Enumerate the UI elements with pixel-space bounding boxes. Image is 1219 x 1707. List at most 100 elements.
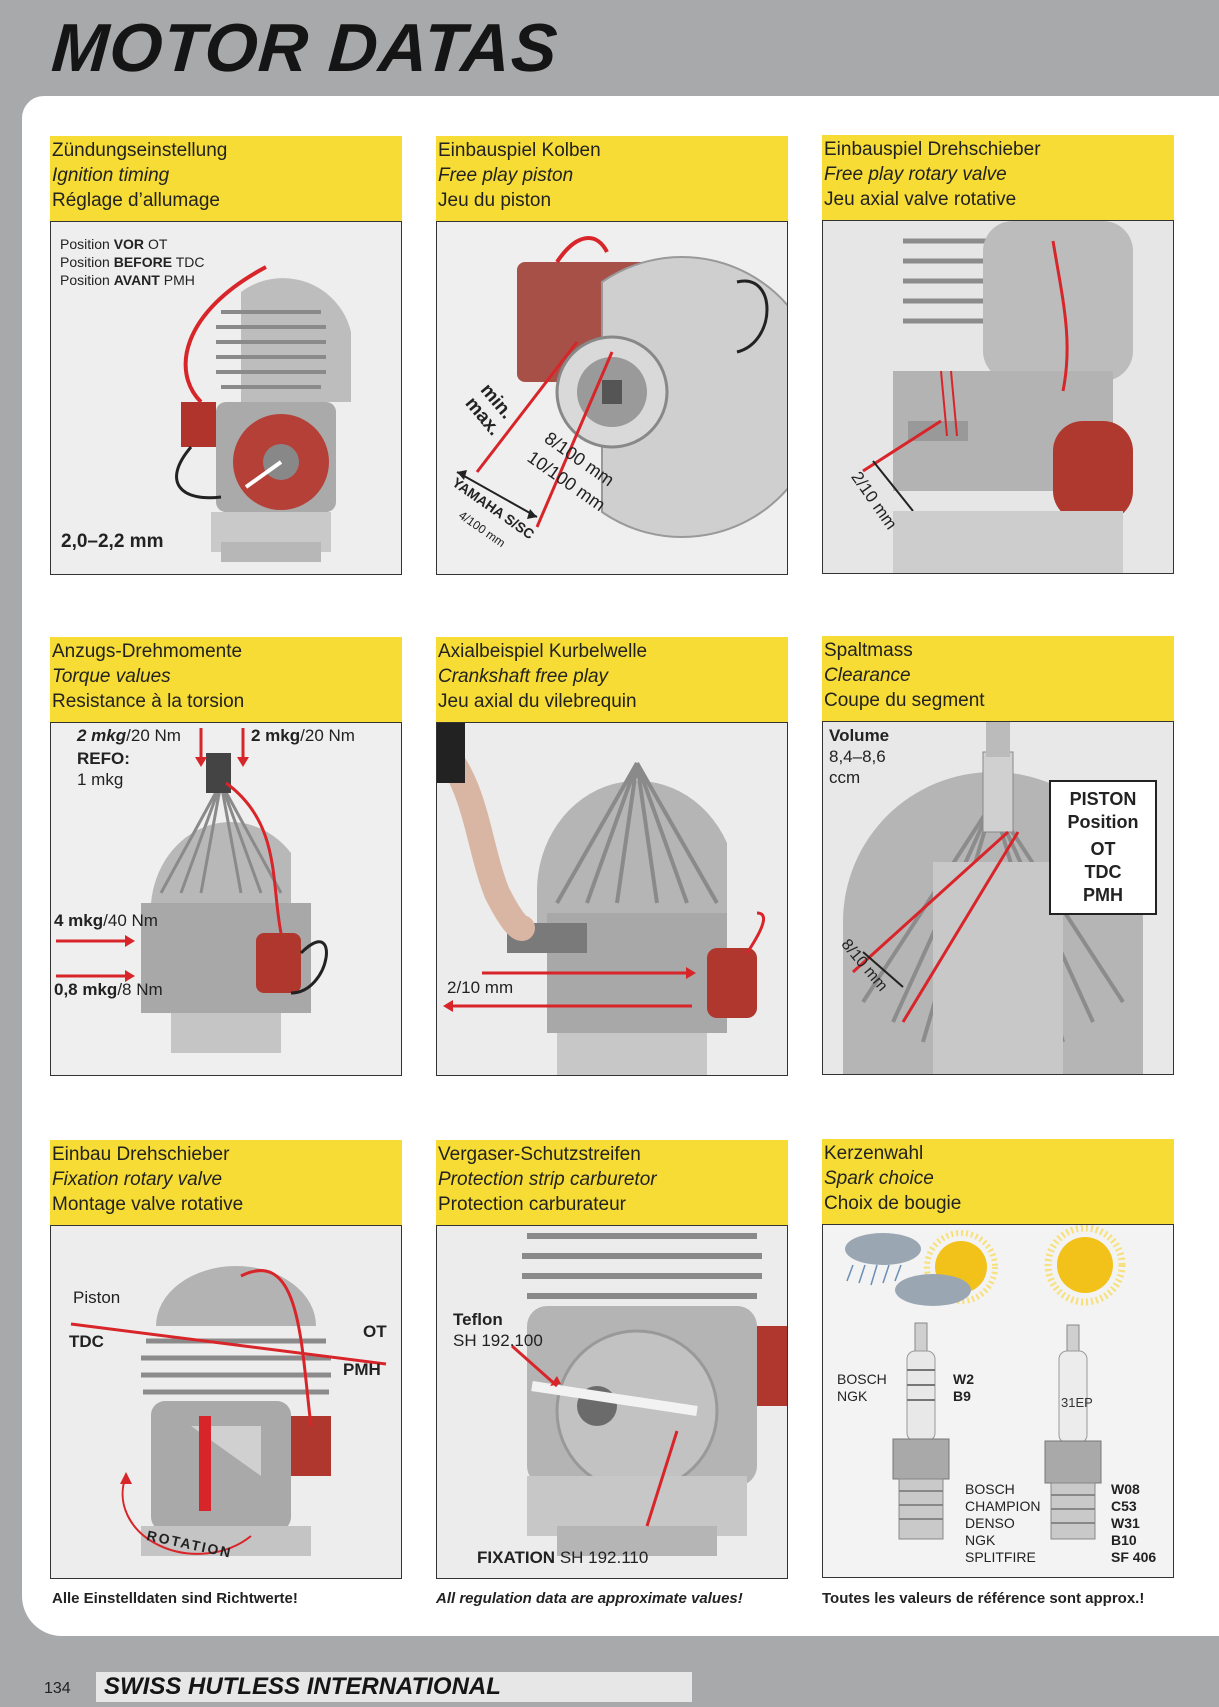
panel-fixation-rotary-valve: Einbau Drehschieber Fixation rotary valv…: [50, 1140, 402, 1579]
caption-de: Einbauspiel Kolben: [438, 140, 601, 161]
caption-fr: Resistance à la torsion: [52, 691, 245, 712]
caption-de: Vergaser-Schutzstreifen: [438, 1144, 641, 1165]
piston-label: Piston: [73, 1288, 121, 1307]
rain-brand-2: NGK: [837, 1388, 868, 1404]
caption-en: Clearance: [824, 665, 911, 686]
caption-de: Einbauspiel Drehschieber: [824, 139, 1041, 160]
panel-caption: Vergaser-Schutzstreifen Protection strip…: [436, 1140, 788, 1225]
caption-fr: Jeu du piston: [438, 190, 552, 211]
footer-note-fr: Toutes les valeurs de référence sont app…: [822, 1590, 1145, 1607]
teflon-label: Teflon: [453, 1310, 503, 1329]
caption-fr: Coupe du segment: [824, 690, 985, 711]
position-tdc-label: Position BEFORE TDC: [60, 254, 205, 270]
panel-crankshaft-free-play: Axialbeispiel Kurbelwelle Crankshaft fre…: [436, 637, 788, 1076]
sun-value-1: W08: [1111, 1481, 1140, 1497]
sun-brand-5: SPLITFIRE: [965, 1549, 1036, 1565]
tdc-label: TDC: [69, 1332, 104, 1351]
caption-fr: Protection carburateur: [438, 1194, 626, 1215]
torque-illustration: [51, 723, 401, 1075]
position-ot-label: Position VOR OT: [60, 236, 168, 252]
position-pmh-label: Position AVANT PMH: [60, 272, 195, 288]
carburetor-photo: Teflon SH 192.100 FIXATION SH 192.110: [436, 1225, 788, 1579]
crankshaft-photo: 2/10 mm: [436, 722, 788, 1076]
engine-photo: Position VOR OT Position BEFORE TDC Posi…: [50, 221, 402, 575]
sun-brand-3: DENSO: [965, 1515, 1015, 1531]
torque-top-right: 2 mkg/20 Nm: [251, 726, 355, 745]
panel-free-play-rotary-valve: Einbauspiel Drehschieber Free play rotar…: [822, 135, 1174, 574]
carburetor-illustration: [437, 1226, 787, 1578]
crankshaft-illustration: [437, 723, 787, 1075]
sun-brand-4: NGK: [965, 1532, 996, 1548]
spark-plug-illustration: [823, 1225, 1173, 1577]
torque-left-upper: 4 mkg/40 Nm: [54, 911, 158, 930]
torque-top-left: 2 mkg/20 Nm: [77, 726, 181, 745]
sun-icon-large: [1057, 1237, 1113, 1293]
panel-caption: Kerzenwahl Spark choice Choix de bougie: [822, 1139, 1174, 1224]
panel-caption: Einbau Drehschieber Fixation rotary valv…: [50, 1140, 402, 1225]
caption-en: Spark choice: [824, 1168, 934, 1189]
panel-torque-values: Anzugs-Drehmomente Torque values Resista…: [50, 637, 402, 1076]
fixation-photo: Piston TDC OT PMH ROTATION: [50, 1225, 402, 1579]
rain-value-2: B9: [953, 1388, 971, 1404]
torque-left-lower: 0,8 mkg/8 Nm: [54, 980, 163, 999]
volume-unit: ccm: [829, 768, 861, 787]
panel-caption: Axialbeispiel Kurbelwelle Crankshaft fre…: [436, 637, 788, 722]
page-number: 134: [44, 1680, 71, 1697]
refo-value: 1 mkg: [77, 770, 124, 789]
caption-en: Crankshaft free play: [438, 666, 609, 687]
plug-marking: 31EP: [1061, 1395, 1093, 1410]
page-title: MOTOR DATAS: [49, 10, 561, 86]
sun-brand-2: CHAMPION: [965, 1498, 1041, 1514]
panel-caption: Einbauspiel Kolben Free play piston Jeu …: [436, 136, 788, 221]
piston-illustration: [437, 222, 787, 574]
panel-clearance: Spaltmass Clearance Coupe du segment Vol…: [822, 636, 1174, 1075]
caption-de: Axialbeispiel Kurbelwelle: [438, 641, 648, 662]
caption-de: Anzugs-Drehmomente: [52, 641, 243, 662]
rain-brand-1: BOSCH: [837, 1371, 887, 1387]
caption-de: Einbau Drehschieber: [52, 1144, 230, 1165]
sun-value-5: SF 406: [1111, 1549, 1157, 1565]
panel-caption: Einbauspiel Drehschieber Free play rotar…: [822, 135, 1174, 220]
fixation-illustration: [51, 1226, 401, 1578]
caption-de: Kerzenwahl: [824, 1143, 924, 1164]
crankshaft-value: 2/10 mm: [447, 978, 514, 997]
piston-photo: min. max. 8/100 mm 10/100 mm YAMAHA S/SC…: [436, 221, 788, 575]
pmh-label: PMH: [343, 1360, 381, 1379]
piston-position-box: PISTON Position OT TDC PMH: [1049, 780, 1157, 915]
panel-protection-strip-carburetor: Vergaser-Schutzstreifen Protection strip…: [436, 1140, 788, 1579]
footer-note-en: All regulation data are approximate valu…: [436, 1590, 743, 1607]
volume-value: 8,4–8,6: [829, 747, 886, 766]
rain-cloud-icon: [845, 1233, 921, 1265]
ignition-value: 2,0–2,2 mm: [61, 531, 164, 552]
panel-free-play-piston: Einbauspiel Kolben Free play piston Jeu …: [436, 136, 788, 575]
footer-note-de: Alle Einstelldaten sind Richtwerte!: [52, 1590, 298, 1607]
caption-en: Free play piston: [438, 165, 574, 186]
caption-fr: Jeu axial valve rotative: [824, 189, 1017, 210]
caption-en: Fixation rotary valve: [52, 1169, 223, 1190]
volume-label: Volume: [829, 726, 890, 745]
publisher-band: SWISS HUTLESS INTERNATIONAL: [96, 1672, 692, 1702]
teflon-reference: SH 192.100: [453, 1331, 543, 1350]
ot-label: OT: [363, 1322, 387, 1341]
caption-en: Torque values: [52, 666, 171, 687]
caption-en: Protection strip carburetor: [438, 1169, 657, 1190]
panel-caption: Anzugs-Drehmomente Torque values Resista…: [50, 637, 402, 722]
cloud-icon: [895, 1274, 971, 1306]
torque-photo: 2 mkg/20 Nm 2 mkg/20 Nm REFO: 1 mkg 4 mk…: [50, 722, 402, 1076]
sun-value-2: C53: [1111, 1498, 1137, 1514]
fixation-label: FIXATION SH 192.110: [477, 1548, 649, 1567]
caption-de: Zündungseinstellung: [52, 140, 228, 161]
spark-plug-photo: 31EP BOSCH NGK W2 B9 BOSCH CHAMPION DENS…: [822, 1224, 1174, 1578]
rotary-valve-photo: 2/10 mm: [822, 220, 1174, 574]
panel-ignition-timing: Zündungseinstellung Ignition timing Régl…: [50, 136, 402, 575]
sun-value-3: W31: [1111, 1515, 1140, 1531]
caption-fr: Montage valve rotative: [52, 1194, 244, 1215]
caption-en: Ignition timing: [52, 165, 170, 186]
clearance-photo: Volume 8,4–8,6 ccm PISTON Position OT TD…: [822, 721, 1174, 1075]
panel-caption: Zündungseinstellung Ignition timing Régl…: [50, 136, 402, 221]
engine-illustration: [51, 222, 401, 574]
sun-value-4: B10: [1111, 1532, 1137, 1548]
refo-label: REFO:: [77, 749, 130, 768]
rotary-valve-illustration: [823, 221, 1173, 573]
caption-de: Spaltmass: [824, 640, 913, 661]
